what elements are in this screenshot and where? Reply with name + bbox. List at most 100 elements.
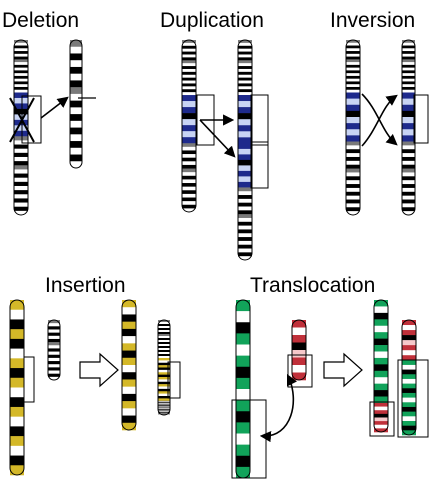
chromosome-band (238, 95, 252, 102)
chromosome-band (346, 211, 360, 216)
chromosome-band (402, 42, 415, 46)
chromosome-band (236, 455, 250, 468)
chromosome-band (14, 108, 28, 115)
title-insertion: Insertion (45, 274, 126, 297)
chromosome-band (402, 430, 416, 436)
chromosome-band (346, 45, 360, 49)
chromosome-band (374, 390, 388, 397)
chromosome-band (236, 411, 250, 423)
chromosome-band (14, 75, 28, 79)
chromosome-band (402, 98, 415, 106)
chromosome-band (70, 141, 82, 149)
chromosome-band (238, 217, 252, 223)
chromosome-band (158, 324, 170, 327)
chromosome-band (158, 356, 170, 359)
chromosome-band (238, 83, 252, 87)
chromosome-band (402, 176, 415, 181)
chromosome-band (402, 89, 415, 93)
chromosome-band (374, 345, 388, 352)
chromosome-band (158, 326, 170, 329)
chromosome-band (238, 68, 252, 73)
chromosome-band (14, 86, 28, 91)
chromosome-band (48, 332, 60, 337)
chromosome-band (182, 190, 196, 195)
chromosome-band (10, 397, 24, 408)
chromosome-band (14, 42, 28, 46)
title-deletion: Deletion (2, 9, 79, 32)
chromosome-band (374, 410, 388, 415)
chromosome-band (122, 307, 136, 315)
chromosome-band (182, 175, 196, 180)
chromosome-band (158, 354, 170, 357)
chromosome-band (238, 165, 252, 172)
chromosome-band (346, 78, 360, 82)
chromosome-band (14, 210, 28, 216)
chromosome-band (402, 172, 415, 177)
chromosome-band (238, 181, 252, 188)
chromosome-band (158, 358, 170, 361)
chromosome-band (14, 45, 28, 49)
chromosome-band (402, 199, 415, 204)
chromosome-band (10, 445, 24, 456)
chromosome-band (402, 345, 416, 351)
chromosome-band (346, 64, 360, 68)
chromosome-band (238, 248, 252, 253)
chromosome-band (158, 320, 170, 323)
chromosome-band (14, 84, 28, 88)
chromosome-band (70, 147, 82, 155)
chromosome-band (374, 357, 388, 365)
inversion-result (401, 39, 416, 216)
chromosome-band (346, 67, 360, 71)
chromosome-band (158, 348, 170, 351)
chromosome-band (402, 135, 415, 142)
chromosome-band (182, 208, 196, 213)
chromosome-band (236, 466, 250, 479)
chromosome-band (158, 396, 170, 399)
chromosome-band (10, 455, 24, 466)
chromosome-band (182, 40, 196, 44)
chromosome-band (182, 150, 196, 155)
chromosome-band (182, 164, 196, 169)
chromosome-band (346, 203, 360, 208)
chromosome-band (346, 59, 360, 63)
chromosome-band (70, 80, 82, 88)
chromosome-band (238, 159, 252, 166)
chromosome-band (238, 131, 252, 138)
chromosome-band (374, 413, 388, 418)
inversion-arrow-up (361, 94, 398, 147)
chromosome-band (70, 154, 82, 162)
chromosome-band (402, 207, 415, 212)
chromosome-band (10, 358, 24, 369)
chromosome-band (374, 306, 388, 314)
chromosome-band (182, 74, 196, 78)
chromosome-outline (13, 39, 29, 216)
chromosome-band (346, 73, 360, 77)
chromosome-band (292, 350, 306, 358)
chromosome-band (238, 202, 252, 207)
chromosome-band (48, 376, 60, 381)
chromosome-band (346, 176, 360, 181)
chromosome-band (14, 51, 28, 55)
chromosome-band (10, 387, 24, 398)
chromosome-band (122, 408, 136, 416)
insertion-gray-result (157, 319, 171, 416)
chromosome-band (346, 53, 360, 57)
chromosome-band (14, 206, 28, 212)
chromosome-band (402, 168, 415, 173)
chromosome-band (346, 123, 360, 130)
chromosome-band (238, 40, 252, 44)
chromosome-band (402, 48, 415, 52)
chromosome-band (48, 348, 60, 352)
chromosome-band (374, 364, 388, 372)
chromosome-band (402, 129, 415, 136)
chromosome-band (70, 93, 82, 101)
chromosome-outline (157, 319, 171, 416)
chromosome-band (158, 410, 170, 412)
chromosome-band (238, 42, 252, 47)
chromosome-band (402, 364, 416, 370)
chromosome-outline (47, 319, 61, 381)
chromosome-band (70, 66, 82, 74)
chromosome-band (158, 350, 170, 353)
chromosome-band (346, 184, 360, 189)
chromosome-band (70, 161, 82, 169)
